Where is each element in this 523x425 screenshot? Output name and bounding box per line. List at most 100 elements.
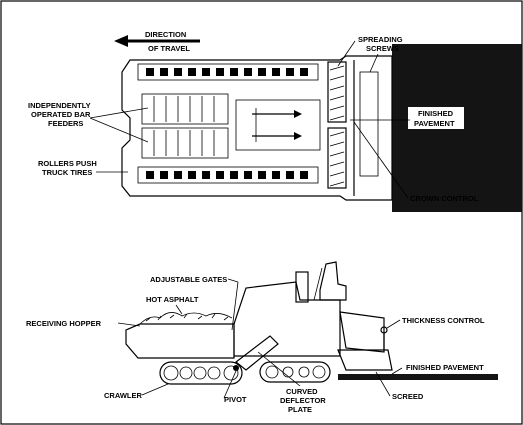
operator-seat — [319, 261, 347, 301]
finished-pavement-strip — [338, 374, 498, 380]
direction-label-2: OF TRAVEL — [148, 44, 190, 53]
bar-feeder-upper — [141, 93, 229, 125]
cleat — [146, 68, 154, 76]
screw-flights — [329, 65, 345, 187]
crawler-leader — [141, 383, 169, 396]
receiving-hopper-label: RECEIVING HOPPER — [26, 319, 102, 328]
top-view — [121, 44, 522, 212]
receiving-hopper-leader — [117, 322, 141, 327]
cleat — [202, 171, 210, 179]
cleat — [258, 68, 266, 76]
thickness-control-label: THICKNESS CONTROL — [402, 316, 485, 325]
flight — [329, 131, 345, 187]
top-view-annotations: DIRECTION OF TRAVEL SPREADING SCREWS IND… — [28, 30, 479, 203]
seat-post — [313, 267, 323, 301]
finished-top-label-2: PAVEMENT — [414, 119, 455, 128]
crawler-track — [159, 361, 243, 385]
bar-feeders-label-1: INDEPENDENTLY — [28, 101, 91, 110]
cleat — [230, 68, 238, 76]
hot-asphalt-leader — [175, 304, 183, 315]
crawler-label: CRAWLER — [104, 391, 142, 400]
finished-pavement-leader — [391, 367, 403, 375]
wheel — [207, 366, 221, 380]
curved-label-1: CURVED — [286, 387, 318, 396]
screed-leader — [375, 371, 391, 397]
adjustable-gates-leader-2 — [231, 281, 239, 331]
wheel — [312, 365, 326, 379]
side-view — [125, 261, 498, 385]
front-crawler-strip — [137, 63, 319, 81]
pivot-leader — [223, 370, 237, 399]
adjustable-gates-leader — [227, 278, 239, 283]
direction-label-1: DIRECTION — [145, 30, 186, 39]
screed-plate-top — [359, 71, 379, 177]
screed-label: SCREED — [392, 392, 424, 401]
screed-arm — [339, 311, 385, 353]
cleat — [286, 68, 294, 76]
cleat — [230, 171, 238, 179]
finished-top-label-1: FINISHED — [418, 109, 454, 118]
pivot-point — [233, 365, 239, 371]
curved-label-2: DEFLECTOR — [280, 396, 326, 405]
thickness-control-leader — [386, 319, 401, 329]
feed-arrowhead-lower — [294, 132, 302, 140]
cleat — [188, 68, 196, 76]
bar-feeders-leader-2 — [89, 117, 149, 143]
exhaust-stack — [295, 271, 309, 303]
crawler-wheels — [163, 365, 239, 381]
wheel — [298, 366, 310, 378]
rear-crawler-strip — [137, 166, 319, 184]
spreading-screw-lower — [327, 127, 347, 189]
rear-wheels — [265, 365, 326, 379]
thickness-control-knob — [380, 326, 388, 334]
flight — [329, 65, 345, 121]
cleat — [244, 68, 252, 76]
curved-deflector-plate — [235, 335, 279, 371]
crown-control-leader — [353, 121, 409, 199]
asphalt-texture — [145, 313, 229, 322]
direction-arrowhead — [114, 35, 128, 47]
crawler-cleats — [146, 68, 308, 179]
wheel — [223, 365, 239, 381]
feeder-slats — [153, 96, 215, 156]
bar-feeders-label-3: FEEDERS — [48, 119, 83, 128]
cleat — [202, 68, 210, 76]
curved-label-3: PLATE — [288, 405, 312, 414]
cleat — [258, 171, 266, 179]
cleat — [160, 171, 168, 179]
cleat — [300, 68, 308, 76]
cleat — [272, 68, 280, 76]
spreading-screw-upper — [327, 61, 347, 123]
rollers-label-2: TRUCK TIRES — [42, 168, 92, 177]
cleat — [188, 171, 196, 179]
wheel — [179, 366, 193, 380]
spreading-leader-1 — [337, 40, 356, 67]
cleat — [244, 171, 252, 179]
hot-asphalt-label: HOT ASPHALT — [146, 295, 199, 304]
finished-pavement-label: FINISHED PAVEMENT — [406, 363, 484, 372]
wheel — [163, 365, 179, 381]
bar-feeders-label-2: OPERATED BAR — [31, 110, 91, 119]
rear-crawler — [259, 361, 331, 383]
crown-control-label: CROWN CONTROL — [410, 194, 479, 203]
wheel — [265, 365, 279, 379]
finished-pavement-label-box — [408, 107, 464, 129]
receiving-hopper — [125, 323, 235, 359]
cleat — [216, 68, 224, 76]
wheel — [282, 366, 294, 378]
feed-arrowhead-upper — [294, 110, 302, 118]
center-chute — [235, 99, 321, 151]
paver-body-outline — [121, 55, 393, 201]
engine-housing — [233, 281, 341, 357]
rollers-label-1: ROLLERS PUSH — [38, 159, 97, 168]
cleat — [160, 68, 168, 76]
screed-plate — [337, 349, 393, 371]
spreading-leader-2 — [369, 53, 379, 73]
side-view-annotations: ADJUSTABLE GATES HOT ASPHALT RECEIVING H… — [26, 275, 485, 414]
cleat — [146, 171, 154, 179]
wheel — [193, 366, 207, 380]
cleat — [216, 171, 224, 179]
curved-leader — [257, 351, 301, 387]
